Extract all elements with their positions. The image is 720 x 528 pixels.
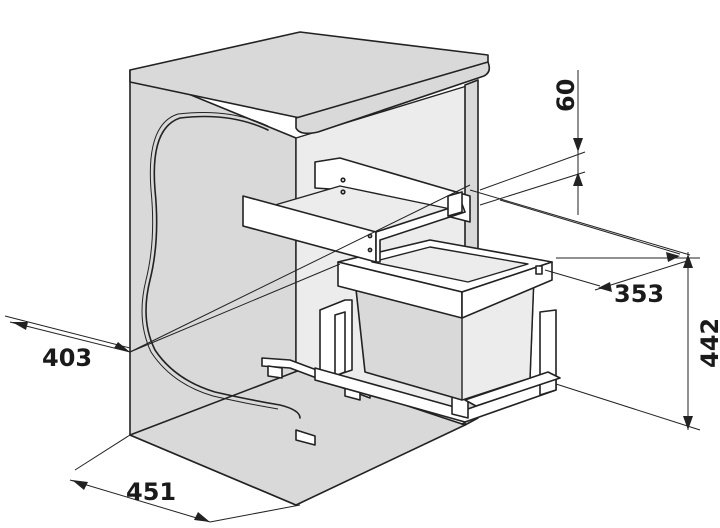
pullout-frame — [261, 299, 561, 423]
cabinet-plinth — [295, 429, 316, 446]
dimension-top-gap-label: 60 — [552, 79, 580, 112]
upper-drawer — [242, 157, 471, 263]
drain-hose — [145, 115, 301, 419]
dimension-width-label: 403 — [42, 344, 92, 372]
drawer-side-tab — [447, 191, 463, 217]
left-runner-block — [267, 365, 283, 379]
bin-rim-side — [461, 261, 553, 319]
waste-bin — [337, 239, 553, 401]
drawer-screw-4 — [367, 247, 373, 253]
dimension-height-label: 442 — [696, 318, 720, 368]
frame-back-post-inner — [334, 311, 346, 377]
drain-hose-inner — [141, 112, 279, 410]
drawer-screw — [340, 177, 346, 183]
countertop-front — [295, 61, 491, 135]
bin-handle-slot — [535, 265, 543, 275]
drawer-screw-2 — [340, 189, 346, 195]
bin-rim-opening — [371, 246, 529, 283]
dimension-depth-label: 451 — [126, 478, 176, 506]
left-runner-rail — [261, 357, 371, 399]
dimension-bin-depth-label: 353 — [614, 280, 664, 308]
dimension-lines — [4, 70, 701, 523]
